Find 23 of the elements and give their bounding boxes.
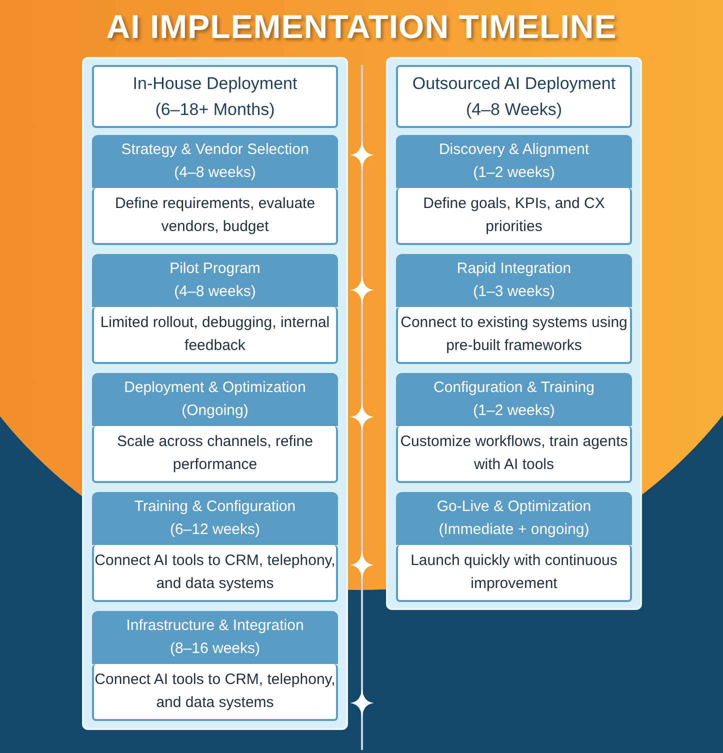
phase-heading: Configuration & Training (1–2 weeks) [396,373,632,426]
title: AI IMPLEMENTATION TIMELINE [105,8,618,46]
phase-heading: Deployment & Optimization (Ongoing) [92,373,338,426]
deployment-header: Outsourced AI Deployment (4–8 Weeks) [396,65,632,128]
phase-description: Launch quickly with continuous improvement [396,545,632,602]
phase-description: Limited rollout, debugging, internal feedback [92,307,338,364]
phase-heading: Infrastructure & Integration (8–16 weeks) [92,611,338,664]
phase-description: Connect AI tools to CRM, telephony, and data systems [92,545,338,602]
phase-description: Customize workflows, train agents with AI tools [396,426,632,483]
timeline-panel [386,57,642,610]
phase-heading: Discovery & Alignment (1–2 weeks) [396,135,632,188]
phase-description: Define requirements, evaluate vendors, budget [92,188,338,245]
phase-heading: Training & Configuration (6–12 weeks) [92,492,338,545]
phase-heading: Rapid Integration (1–3 weeks) [396,254,632,307]
phase-heading: Strategy & Vendor Selection (4–8 weeks) [92,135,338,188]
phase-description: Connect AI tools to CRM, telephony, and data systems [92,664,338,721]
phase-heading: Pilot Program (4–8 weeks) [92,254,338,307]
phase-description: Connect to existing systems using pre-built frameworks [396,307,632,364]
phase-heading: Go-Live & Optimization (Immediate + ongoing) [396,492,632,545]
phase-description: Define goals, KPIs, and CX priorities [396,188,632,245]
deployment-header: In-House Deployment (6–18+ Months) [92,65,338,128]
timeline-panel [82,57,348,730]
phase-description: Scale across channels, refine performance [92,426,338,483]
